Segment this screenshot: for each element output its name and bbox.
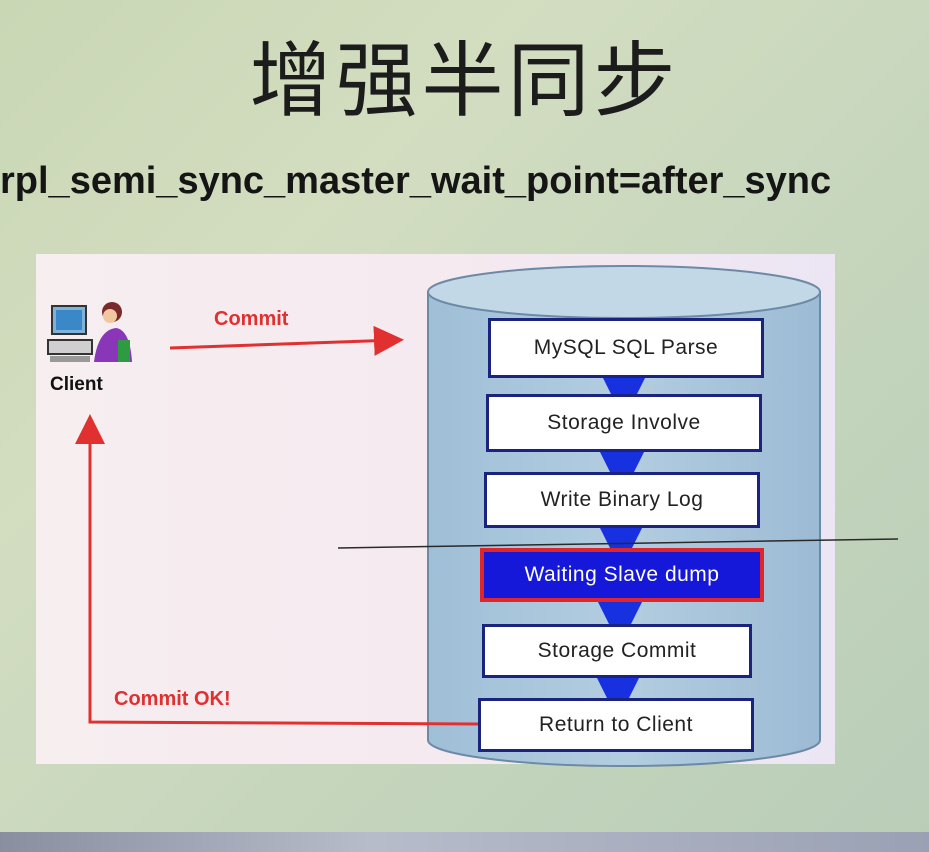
client-label: Client [50, 374, 103, 395]
step-sql-parse: MySQL SQL Parse [488, 318, 764, 378]
step-return-to-client: Return to Client [478, 698, 754, 752]
step-storage-involve: Storage Involve [486, 394, 762, 452]
screen-bezel [0, 832, 929, 852]
commit-ok-arrow [75, 414, 479, 726]
client-computer-icon [46, 300, 138, 377]
config-parameter: rpl_semi_sync_master_wait_point=after_sy… [0, 160, 832, 202]
sync-point-line [337, 538, 899, 549]
step-write-binary-log: Write Binary Log [484, 472, 760, 528]
commit-label: Commit [214, 308, 289, 330]
step-waiting-slave-dump: Waiting Slave dump [480, 548, 764, 602]
commit-ok-label: Commit OK! [114, 688, 231, 710]
step-storage-commit: Storage Commit [482, 624, 752, 678]
commit-arrow [169, 325, 404, 356]
slide-title: 增强半同步 [249, 34, 680, 129]
